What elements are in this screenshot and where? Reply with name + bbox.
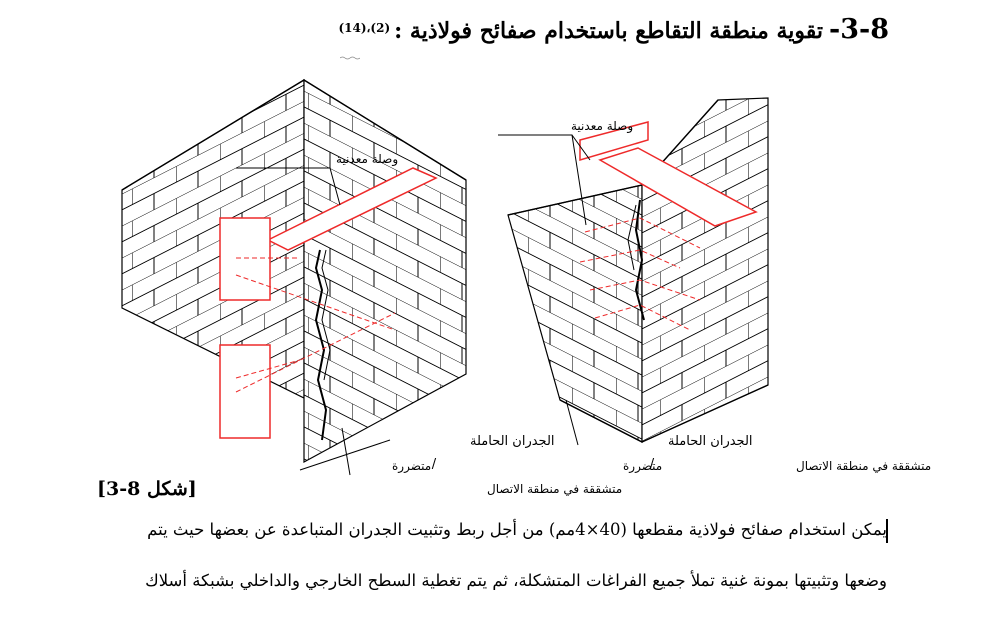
wall-top-edge <box>121 79 467 191</box>
leader-line <box>236 167 341 206</box>
right-wall-label: الجدران الحاملة <box>668 434 753 449</box>
right-separator: / <box>650 457 655 472</box>
crack-line <box>634 199 645 321</box>
crack-line <box>627 204 637 271</box>
right-corner-drawing: وصلة معدنية الجدران الحاملة متضررة / متش… <box>498 97 931 474</box>
body-line-1: يمكن استخدام صفائح فولاذية مقطعها (40×4م… <box>147 520 887 539</box>
right-plate-label: وصلة معدنية <box>571 119 633 134</box>
right-damaged-label: متضررة <box>623 459 662 474</box>
margin-bar <box>886 519 888 543</box>
steel-plate-face <box>579 121 649 162</box>
steel-plate-top <box>266 167 438 251</box>
left-cracked-label: متشققة في منطقة الاتصال <box>487 482 622 496</box>
steel-plate-face <box>219 344 271 439</box>
left-plate-label: وصلة معدنية <box>336 152 398 167</box>
hidden-plate-line <box>579 217 701 331</box>
right-wall-face <box>303 78 467 464</box>
leader-line <box>299 427 391 476</box>
right-cracked-label: متشققة في منطقة الاتصال <box>796 459 931 473</box>
left-damaged-label: متضررة <box>392 459 431 474</box>
steel-plate-top <box>598 147 758 227</box>
figure-caption: [شكل 8-3] <box>97 478 197 500</box>
leader-line <box>565 399 579 446</box>
section-heading: 3-8-تقوية منطقة التقاطع باستخدام صفائح ف… <box>269 14 889 54</box>
leader-line <box>498 134 591 226</box>
left-separator: / <box>432 457 437 472</box>
wall-top-edge <box>507 99 769 443</box>
wall-reinforcement-figure: وصلة معدنية الجدران الحاملة متضررة / متش… <box>121 78 931 496</box>
crack-line <box>321 249 331 381</box>
body-line-2: وضعها وتثبيتها بمونة غنية تملأ جميع الفر… <box>145 571 887 590</box>
section-number: 3-8- <box>829 14 889 45</box>
section-title: تقوية منطقة التقاطع باستخدام صفائح فولاذ… <box>394 18 823 44</box>
left-corner-drawing: وصلة معدنية الجدران الحاملة متضررة / متش… <box>121 78 622 496</box>
right-wall-face <box>641 97 769 443</box>
left-wall-label: الجدران الحاملة <box>470 434 555 449</box>
hidden-plate-line <box>235 257 396 393</box>
left-wall-face <box>507 184 643 443</box>
underline-squiggle <box>340 56 360 60</box>
section-reference: (2)،(14) <box>338 20 391 35</box>
crack-line <box>314 249 328 441</box>
steel-plate-face <box>219 217 271 301</box>
